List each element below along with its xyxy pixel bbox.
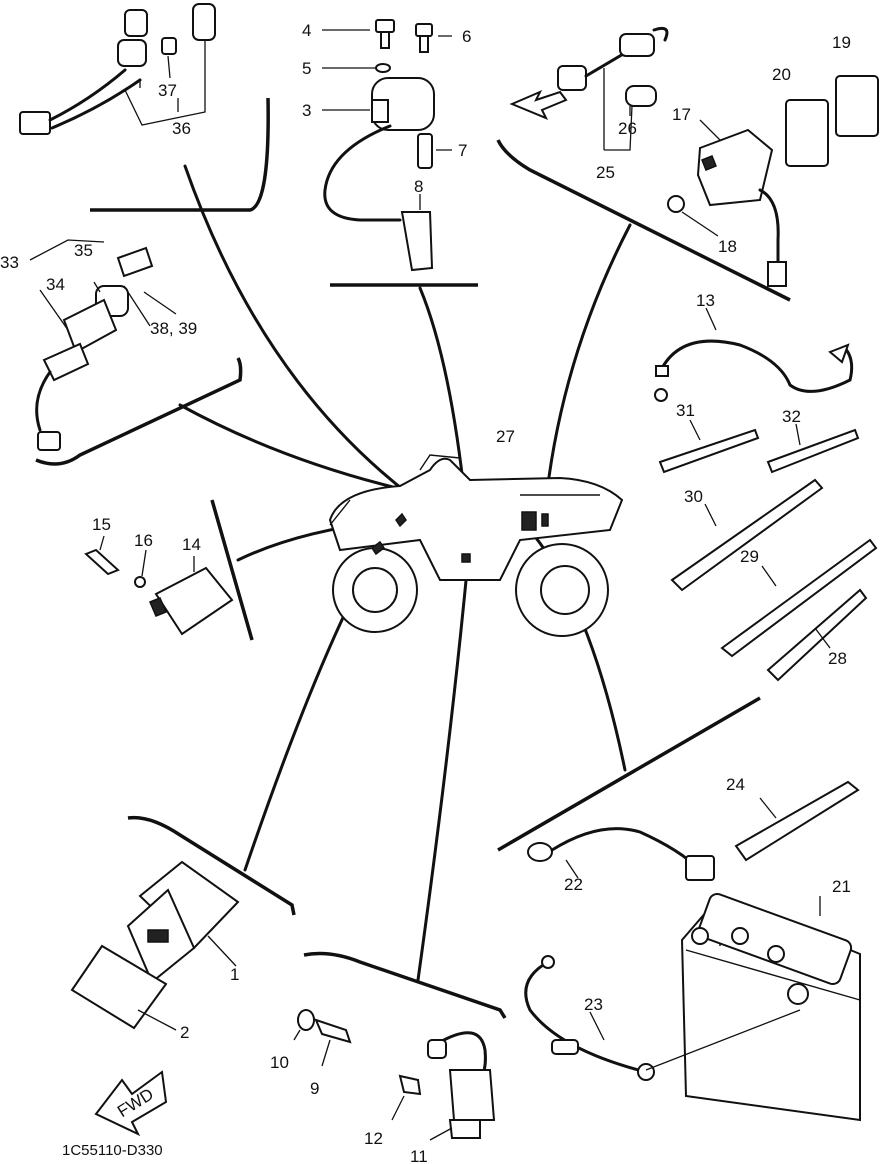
cdi-unit-group — [70, 860, 240, 1031]
callout-19: 19 — [832, 33, 851, 52]
callout-14: 14 — [182, 535, 201, 554]
callout-23: 23 — [584, 995, 603, 1014]
callout-8: 8 — [414, 177, 423, 196]
rectifier-group — [84, 535, 234, 636]
ignition-coil-group — [322, 19, 452, 272]
callout-17: 17 — [672, 105, 691, 124]
callout-10: 10 — [270, 1053, 289, 1072]
callout-16: 16 — [134, 531, 153, 550]
callout-labels: 36 37 4 5 3 6 7 8 25 26 17 18 19 20 13 3… — [0, 21, 851, 1164]
callout-9: 9 — [310, 1079, 319, 1098]
callout-3: 3 — [302, 101, 311, 120]
callout-32: 32 — [782, 407, 801, 426]
callout-28: 28 — [828, 649, 847, 668]
battery-group — [524, 780, 861, 1122]
relay-group — [509, 26, 879, 287]
callout-30: 30 — [684, 487, 703, 506]
group-frame-lines — [35, 97, 791, 1019]
callout-22: 22 — [564, 875, 583, 894]
callout-25: 25 — [596, 163, 615, 182]
callout-5: 5 — [302, 59, 311, 78]
callout-34: 34 — [46, 275, 65, 294]
callout-2: 2 — [180, 1023, 189, 1042]
callout-7: 7 — [458, 141, 467, 160]
callout-11: 11 — [410, 1147, 428, 1164]
callout-37: 37 — [158, 81, 177, 100]
callout-24: 24 — [726, 775, 745, 794]
callout-21: 21 — [832, 877, 851, 896]
fwd-arrow-icon: FWD — [94, 1070, 168, 1137]
callout-38-39: 38, 39 — [150, 319, 197, 338]
main-switch-group — [29, 239, 177, 451]
callout-1: 1 — [230, 965, 239, 984]
callout-26: 26 — [618, 119, 637, 138]
callout-4: 4 — [302, 21, 311, 40]
callout-36: 36 — [172, 119, 191, 138]
callout-35: 35 — [74, 241, 93, 260]
callout-29: 29 — [740, 547, 759, 566]
callout-13: 13 — [696, 291, 715, 310]
atv-vehicle — [328, 454, 624, 637]
wire-harness-sub-group — [19, 3, 216, 135]
wire-band-group — [654, 307, 878, 682]
callout-15: 15 — [92, 515, 111, 534]
callout-18: 18 — [718, 237, 737, 256]
sensor-group — [293, 1009, 496, 1141]
drawing-code: 1C55110-D330 — [62, 1142, 163, 1159]
callout-20: 20 — [772, 65, 791, 84]
callout-12: 12 — [364, 1129, 383, 1148]
callout-6: 6 — [462, 27, 471, 46]
callout-33: 33 — [0, 253, 19, 272]
callout-31: 31 — [676, 401, 695, 420]
callout-27: 27 — [496, 427, 515, 446]
